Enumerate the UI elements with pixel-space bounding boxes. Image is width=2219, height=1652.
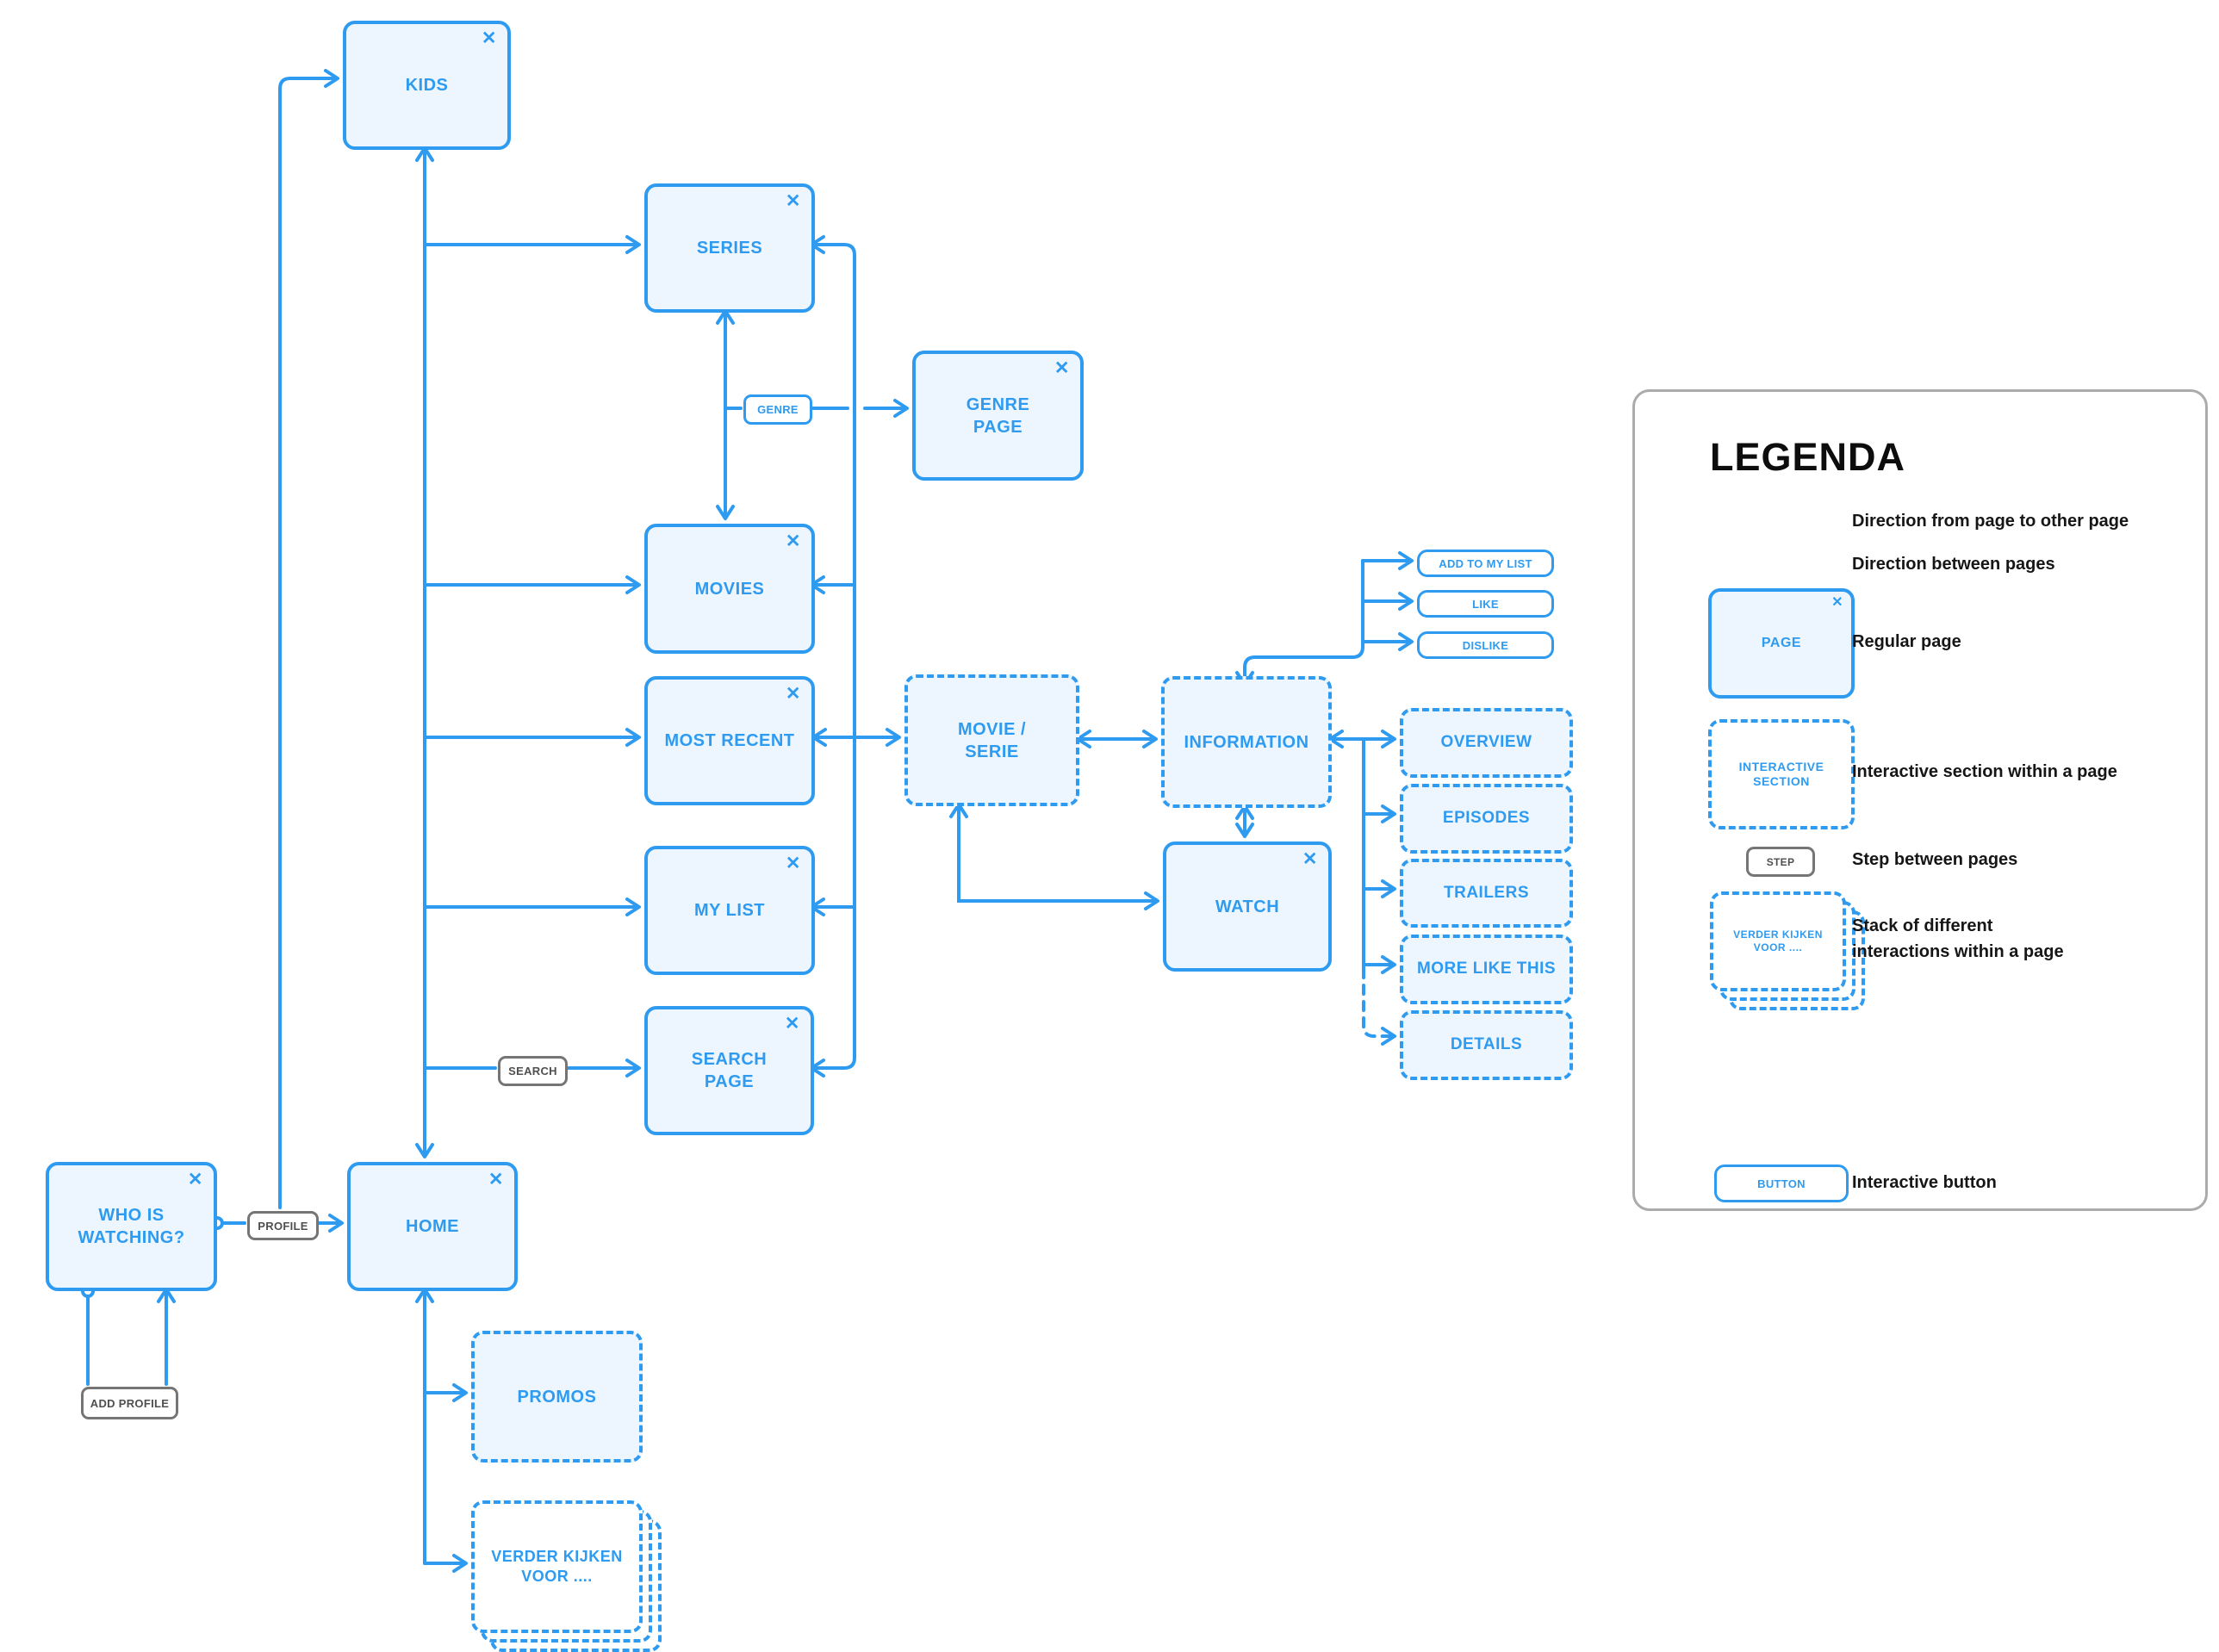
legend-step-label: STEP — [1766, 855, 1795, 868]
section-label: OVERVIEW — [1440, 733, 1532, 752]
legend-page-label: PAGE — [1761, 635, 1802, 650]
page-watch[interactable]: ✕ WATCH — [1163, 842, 1332, 972]
page-search-page[interactable]: ✕ SEARCH PAGE — [644, 1006, 814, 1135]
legend-item-direction-one-way: Direction from page to other page — [1852, 512, 2129, 531]
legend-page-sample: ✕ PAGE — [1708, 588, 1855, 699]
page-label: MOST RECENT — [664, 731, 795, 750]
section-label: VERDER KIJKEN VOOR .... — [491, 1547, 623, 1585]
edge-profile-to-kids — [278, 69, 339, 1209]
button-label: ADD TO MY LIST — [1439, 556, 1532, 570]
section-trailers[interactable]: TRAILERS — [1400, 859, 1573, 928]
legend-interactive-sample: INTERACTIVE SECTION — [1708, 719, 1855, 829]
step-label: SEARCH — [508, 1065, 557, 1078]
section-label: PROMOS — [517, 1387, 597, 1407]
section-verder-kijken[interactable]: VERDER KIJKEN VOOR .... — [471, 1500, 643, 1633]
section-details[interactable]: DETAILS — [1400, 1010, 1573, 1080]
page-genre-page[interactable]: ✕ GENRE PAGE — [912, 351, 1084, 481]
legend-interactive-label: INTERACTIVE SECTION — [1738, 759, 1824, 789]
page-label: HOME — [406, 1217, 459, 1236]
step-label: GENRE — [757, 403, 799, 416]
close-icon[interactable]: ✕ — [1054, 358, 1070, 378]
step-label: ADD PROFILE — [90, 1396, 170, 1410]
edge-information-buttons — [1235, 559, 1364, 686]
step-label: PROFILE — [258, 1219, 308, 1233]
section-label: TRAILERS — [1444, 883, 1529, 902]
step-add-profile[interactable]: ADD PROFILE — [81, 1387, 178, 1419]
edge-right-spine — [810, 235, 856, 1078]
legend-item-interactive-section: Interactive section within a page — [1852, 762, 2117, 781]
section-label: MOVIE / SERIE — [957, 719, 1027, 761]
dislike-button[interactable]: DISLIKE — [1417, 631, 1554, 659]
page-label: WHO IS WATCHING? — [78, 1206, 185, 1247]
legend-stack-label: VERDER KIJKEN VOOR .... — [1733, 928, 1823, 953]
section-information[interactable]: INFORMATION — [1161, 676, 1332, 808]
close-icon[interactable]: ✕ — [785, 854, 801, 873]
page-who-is-watching[interactable]: ✕ WHO IS WATCHING? — [46, 1162, 217, 1291]
page-kids[interactable]: ✕ KIDS — [343, 21, 511, 150]
legend-button-sample: BUTTON — [1714, 1164, 1849, 1202]
section-promos[interactable]: PROMOS — [471, 1331, 643, 1463]
section-label: INFORMATION — [1184, 732, 1309, 752]
close-icon[interactable]: ✕ — [488, 1170, 504, 1189]
section-episodes[interactable]: EPISODES — [1400, 784, 1573, 854]
section-label: MORE LIKE THIS — [1416, 960, 1557, 978]
page-label: SERIES — [696, 239, 763, 258]
close-icon[interactable]: ✕ — [785, 531, 801, 551]
page-home[interactable]: ✕ HOME — [347, 1162, 518, 1291]
legend-item-direction-two-way: Direction between pages — [1852, 555, 2055, 574]
connectors — [81, 69, 1843, 1573]
page-my-list[interactable]: ✕ MY LIST — [644, 846, 815, 975]
page-label: MOVIES — [694, 579, 765, 599]
page-label: MY LIST — [693, 901, 766, 920]
legend-step-sample: STEP — [1746, 847, 1815, 877]
section-label: EPISODES — [1442, 809, 1531, 828]
close-icon[interactable]: ✕ — [785, 191, 801, 211]
close-icon[interactable]: ✕ — [785, 684, 801, 704]
page-label: SEARCH PAGE — [691, 1050, 768, 1091]
legend-button-label: BUTTON — [1757, 1177, 1806, 1190]
page-label: WATCH — [1215, 897, 1280, 916]
legend-item-stack: Stack of different interactions within a… — [1852, 916, 2064, 961]
step-search[interactable]: SEARCH — [498, 1056, 568, 1086]
button-label: DISLIKE — [1462, 638, 1509, 652]
section-label: DETAILS — [1450, 1035, 1523, 1054]
page-label: KIDS — [405, 76, 449, 95]
page-series[interactable]: ✕ SERIES — [644, 183, 815, 313]
section-overview[interactable]: OVERVIEW — [1400, 708, 1573, 778]
close-icon[interactable]: ✕ — [187, 1170, 203, 1189]
legend-item-interactive-button: Interactive button — [1852, 1173, 1997, 1192]
legend-title: LEGENDA — [1710, 435, 1906, 479]
page-most-recent[interactable]: ✕ MOST RECENT — [644, 676, 815, 805]
edge-movie-serie-watch — [949, 803, 1159, 910]
edge-to-details — [1362, 967, 1396, 1046]
legend-stack-sample: VERDER KIJKEN VOOR .... — [1710, 891, 1846, 991]
legend-item-step: Step between pages — [1852, 850, 2018, 869]
section-more-like-this[interactable]: MORE LIKE THIS — [1400, 935, 1573, 1004]
close-icon[interactable]: ✕ — [784, 1014, 800, 1034]
step-genre[interactable]: GENRE — [743, 394, 812, 425]
legend-item-regular-page: Regular page — [1852, 632, 1961, 651]
step-profile[interactable]: PROFILE — [247, 1211, 319, 1240]
section-movie-serie[interactable]: MOVIE / SERIE — [904, 674, 1079, 806]
close-icon[interactable]: ✕ — [1302, 849, 1318, 869]
like-button[interactable]: LIKE — [1417, 590, 1554, 618]
page-label: GENRE PAGE — [966, 394, 1030, 437]
button-label: LIKE — [1472, 597, 1499, 611]
close-icon[interactable]: ✕ — [481, 28, 497, 48]
add-to-my-list-button[interactable]: ADD TO MY LIST — [1417, 550, 1554, 577]
page-movies[interactable]: ✕ MOVIES — [644, 524, 815, 654]
close-icon: ✕ — [1831, 595, 1843, 610]
